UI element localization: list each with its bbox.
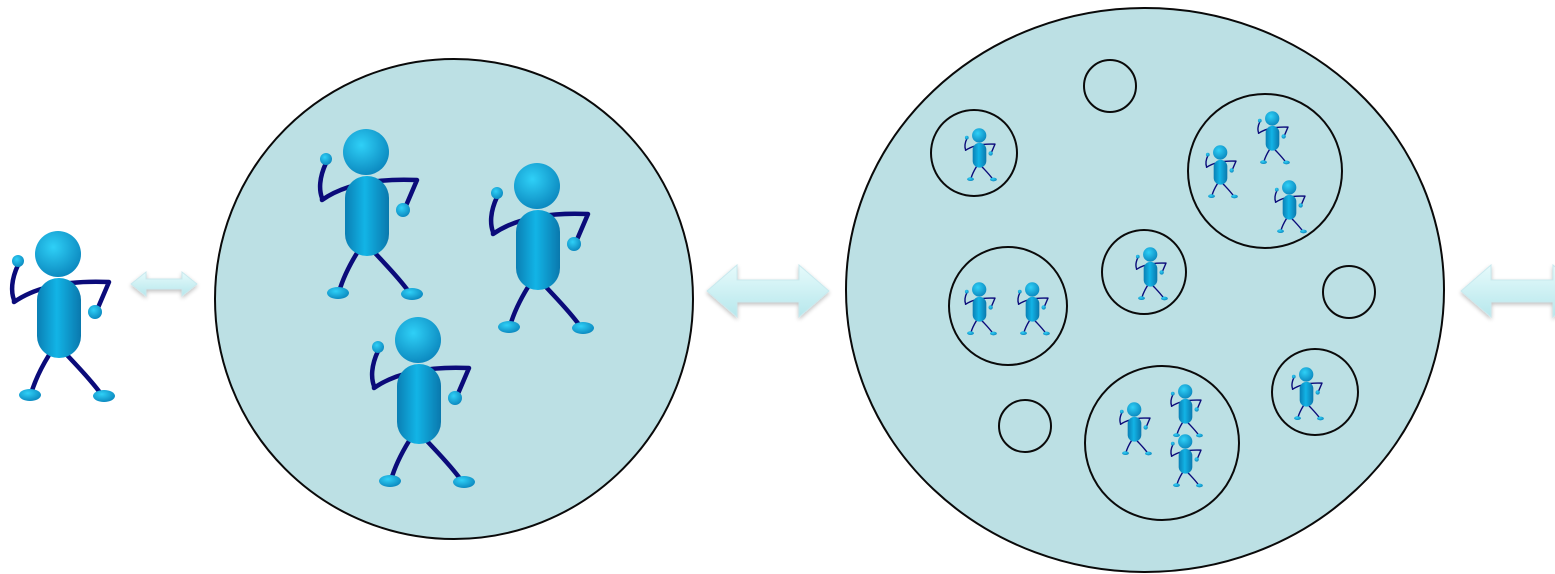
double-arrow-icon-1: [131, 272, 197, 296]
single-person-icon: [12, 231, 115, 402]
group-circle: [215, 59, 693, 539]
double-arrow-icon-3: [1461, 265, 1555, 317]
double-arrow-icon-2: [707, 265, 829, 317]
